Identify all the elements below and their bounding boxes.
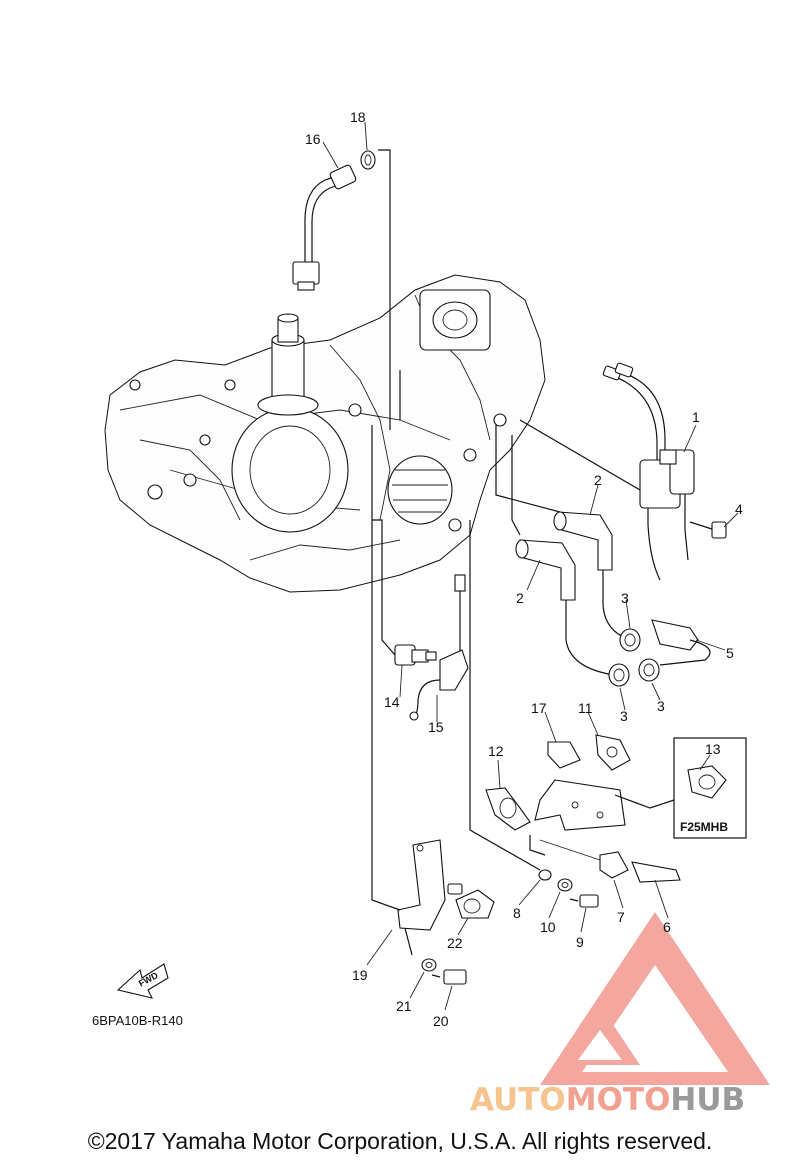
callout-1: 1 bbox=[692, 409, 700, 425]
part-7-connector bbox=[599, 851, 629, 879]
callout-18: 18 bbox=[350, 109, 366, 125]
part-21-washer bbox=[421, 958, 437, 972]
part-17-clip bbox=[547, 741, 581, 769]
part-5-clamp bbox=[651, 619, 711, 666]
callout-11: 11 bbox=[578, 700, 593, 716]
callout-20: 20 bbox=[433, 1013, 449, 1029]
part-9-bolt bbox=[569, 894, 599, 908]
callout-16: 16 bbox=[305, 131, 321, 147]
part-18-oring bbox=[360, 150, 376, 170]
diagram-code: 6BPA10B-R140 bbox=[92, 1013, 183, 1028]
part-bracket bbox=[534, 779, 626, 831]
watermark-text: AUTOMOTOHUB bbox=[470, 1082, 745, 1118]
callout-7: 7 bbox=[617, 909, 625, 925]
part-11-clip bbox=[595, 734, 631, 771]
callout-21: 21 bbox=[396, 998, 412, 1014]
part-3-grommets bbox=[608, 628, 660, 687]
callout-12: 12 bbox=[488, 743, 504, 759]
callout-13: 13 bbox=[705, 741, 721, 757]
part-19-bracket bbox=[397, 839, 446, 956]
callout-9: 9 bbox=[576, 934, 584, 950]
part-16-lead bbox=[292, 164, 357, 291]
callout-14: 14 bbox=[384, 694, 400, 710]
part-14-sensor bbox=[394, 644, 437, 666]
callout-2-upper: 2 bbox=[594, 472, 602, 488]
callout-3-lower-right: 3 bbox=[657, 698, 665, 714]
callout-22: 22 bbox=[447, 935, 463, 951]
watermark-logo bbox=[540, 912, 770, 1085]
part-8-plate bbox=[538, 839, 601, 881]
part-20-bolt bbox=[431, 969, 467, 985]
part-4-bolt bbox=[689, 521, 727, 539]
copyright-text: ©2017 Yamaha Motor Corporation, U.S.A. A… bbox=[87, 1128, 713, 1154]
callout-15: 15 bbox=[428, 719, 444, 735]
callout-10: 10 bbox=[540, 919, 556, 935]
inset-box bbox=[614, 737, 747, 839]
engine-block bbox=[104, 274, 546, 593]
callout-3-lower-left: 3 bbox=[620, 708, 628, 724]
watermark-part3: HUB bbox=[670, 1082, 746, 1118]
reference-lines bbox=[371, 149, 641, 911]
fwd-arrow: FWD bbox=[116, 963, 169, 999]
callout-8: 8 bbox=[513, 905, 521, 921]
callout-19: 19 bbox=[352, 967, 368, 983]
watermark-part1: AUTO bbox=[470, 1082, 566, 1118]
callout-6: 6 bbox=[663, 919, 671, 935]
part-2-plug-cap-lower bbox=[515, 539, 615, 676]
part-22-clip bbox=[447, 883, 495, 919]
part-12-clip bbox=[485, 787, 531, 831]
watermark-part2: MOTO bbox=[565, 1082, 671, 1118]
callout-labels: 16 18 1 2 2 4 3 5 3 3 14 15 17 11 12 13 … bbox=[305, 109, 743, 1029]
callout-5: 5 bbox=[726, 645, 734, 661]
inset-label: F25MHB bbox=[680, 820, 728, 834]
callout-3-upper: 3 bbox=[621, 590, 629, 606]
callout-17: 17 bbox=[531, 700, 547, 716]
callout-leaders bbox=[322, 121, 739, 1011]
part-6-connector bbox=[631, 861, 681, 883]
callout-4: 4 bbox=[735, 501, 743, 517]
callout-2-lower: 2 bbox=[516, 590, 524, 606]
part-1-ignition-coil bbox=[602, 362, 695, 581]
part-15-thermo-switch bbox=[409, 574, 469, 721]
part-10-washer bbox=[557, 878, 573, 892]
